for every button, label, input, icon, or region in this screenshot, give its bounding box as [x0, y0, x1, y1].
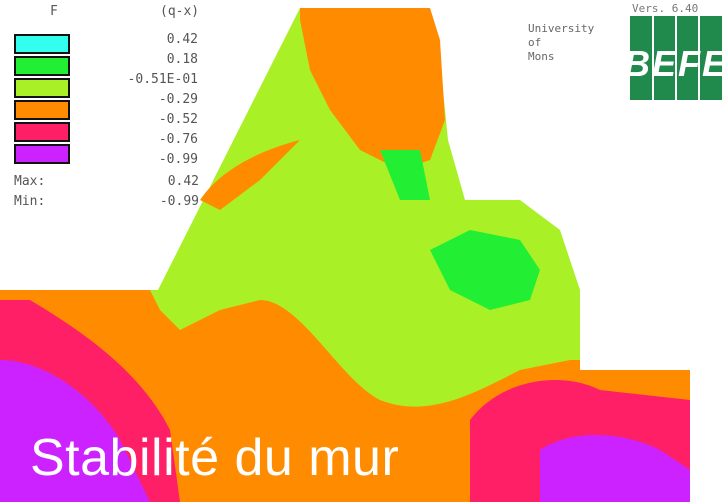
institution-line: of [528, 36, 542, 49]
contour-green-upper [380, 150, 430, 200]
legend-value: -0.76 [158, 132, 198, 147]
slide-caption: Stabilité du mur [30, 429, 400, 487]
legend-value: -0.51E-01 [127, 72, 198, 87]
contour-orange-left [200, 140, 300, 210]
legend-value: 0.42 [166, 32, 198, 47]
legend-value: -0.29 [158, 92, 198, 107]
quantity-label: (q-x) [160, 4, 200, 19]
befe-logo: BEFE [630, 16, 722, 100]
contour-purple-right [540, 435, 690, 502]
svg-text:BEFE: BEFE [630, 43, 722, 84]
legend-swatch [14, 34, 70, 54]
version-label: Vers. 6.40 [632, 2, 699, 15]
max-value: 0.42 [167, 174, 199, 189]
max-row: Max: 0.42 [14, 172, 199, 192]
legend-swatches [14, 34, 70, 166]
institution-block: University of Mons [528, 22, 594, 64]
legend-swatch [14, 56, 70, 76]
legend-swatch [14, 144, 70, 164]
legend-swatch [14, 122, 70, 142]
legend-value: -0.99 [158, 152, 198, 167]
background-right [580, 200, 722, 502]
legend-swatch [14, 78, 70, 98]
min-label: Min: [14, 194, 46, 209]
contour-green-right [430, 230, 540, 310]
legend-header: F (q-x) [0, 4, 230, 24]
legend-values: 0.42 0.18 -0.51E-01 -0.29 -0.52 -0.76 -0… [78, 30, 198, 170]
max-min-readout: Max: 0.42 Min: -0.99 [14, 172, 199, 212]
contour-orange-top [300, 8, 445, 170]
legend-value: 0.18 [166, 52, 198, 67]
institution-line: Mons [528, 50, 555, 63]
contour-purple-left [0, 360, 150, 502]
legend-value: -0.52 [158, 112, 198, 127]
legend-swatch [14, 100, 70, 120]
min-value: -0.99 [159, 194, 199, 209]
field-label: F [50, 4, 58, 19]
min-row: Min: -0.99 [14, 192, 199, 212]
institution-line: University [528, 22, 595, 35]
max-label: Max: [14, 174, 46, 189]
